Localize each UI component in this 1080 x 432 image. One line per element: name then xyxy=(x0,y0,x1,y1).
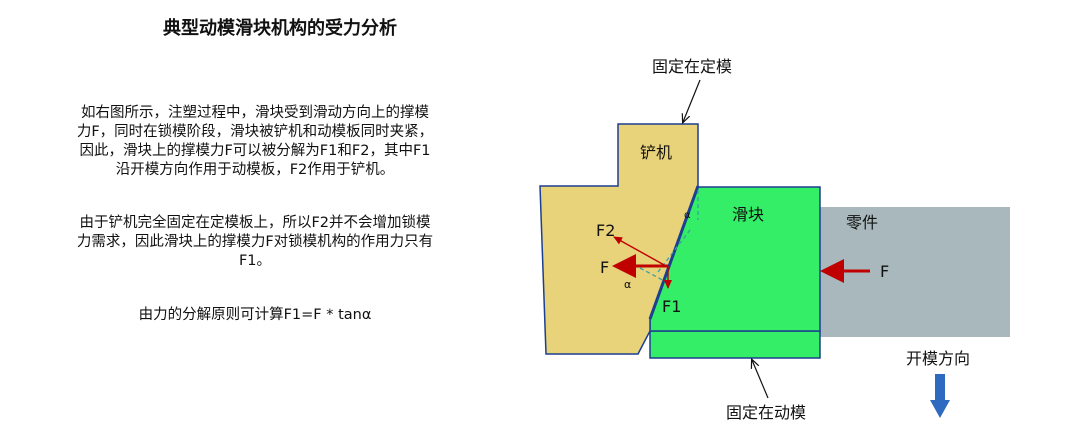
paragraph-1-line: 沿开模方向作用于动模板，F2作用于铲机。 xyxy=(115,162,395,178)
open-direction-label: 开模方向 xyxy=(906,349,970,368)
top-leader-line xyxy=(683,79,701,122)
force-f2-arrow xyxy=(613,236,667,267)
alpha-label-lower: α xyxy=(624,278,631,291)
down-arrow-icon xyxy=(930,374,950,418)
incline-contact-line xyxy=(648,185,700,320)
external-force-label: F xyxy=(880,262,889,281)
slider-label: 滑块 xyxy=(732,205,764,224)
formula-line: 由力的分解原则可计算F1=F * tanα xyxy=(138,307,372,323)
paragraph-1-line: 力F，同时在锁模阶段，滑块被铲机和动模板同时夹紧， xyxy=(76,124,434,140)
paragraph-2: 由于铲机完全固定在定模板上，所以F2并不会增加锁模 力需求，因此滑块上的撑模力F… xyxy=(10,214,500,271)
paragraph-1-line: 如右图所示，注塑过程中，滑块受到滑动方向上的撑模 xyxy=(81,105,429,121)
force-f2-label: F2 xyxy=(596,221,615,240)
paragraph-1: 如右图所示，注塑过程中，滑块受到滑动方向上的撑模 力F，同时在锁模阶段，滑块被铲… xyxy=(10,104,500,180)
bottom-leader-line xyxy=(752,360,769,399)
force-f-label: F xyxy=(600,258,609,277)
part-label: 零件 xyxy=(846,213,878,232)
fixed-bottom-label: 固定在动模 xyxy=(726,403,806,422)
paragraph-3: 由力的分解原则可计算F1=F * tanα xyxy=(60,306,450,325)
fixed-top-label: 固定在定模 xyxy=(652,57,732,76)
force-f1-label: F1 xyxy=(662,297,681,316)
paragraph-2-line: F1。 xyxy=(238,253,272,269)
alpha-label-upper: α xyxy=(684,210,691,221)
wedge-label: 铲机 xyxy=(640,143,672,162)
paragraph-1-line: 因此，滑块上的撑模力F可以被分解为F1和F2，其中F1 xyxy=(79,143,431,159)
page-title: 典型动模滑块机构的受力分析 xyxy=(163,18,397,39)
paragraph-2-line: 力需求，因此滑块上的撑模力F对锁模机构的作用力只有 xyxy=(76,234,434,250)
slider-base-plate xyxy=(649,330,821,359)
paragraph-2-line: 由于铲机完全固定在定模板上，所以F2并不会增加锁模 xyxy=(79,215,431,231)
